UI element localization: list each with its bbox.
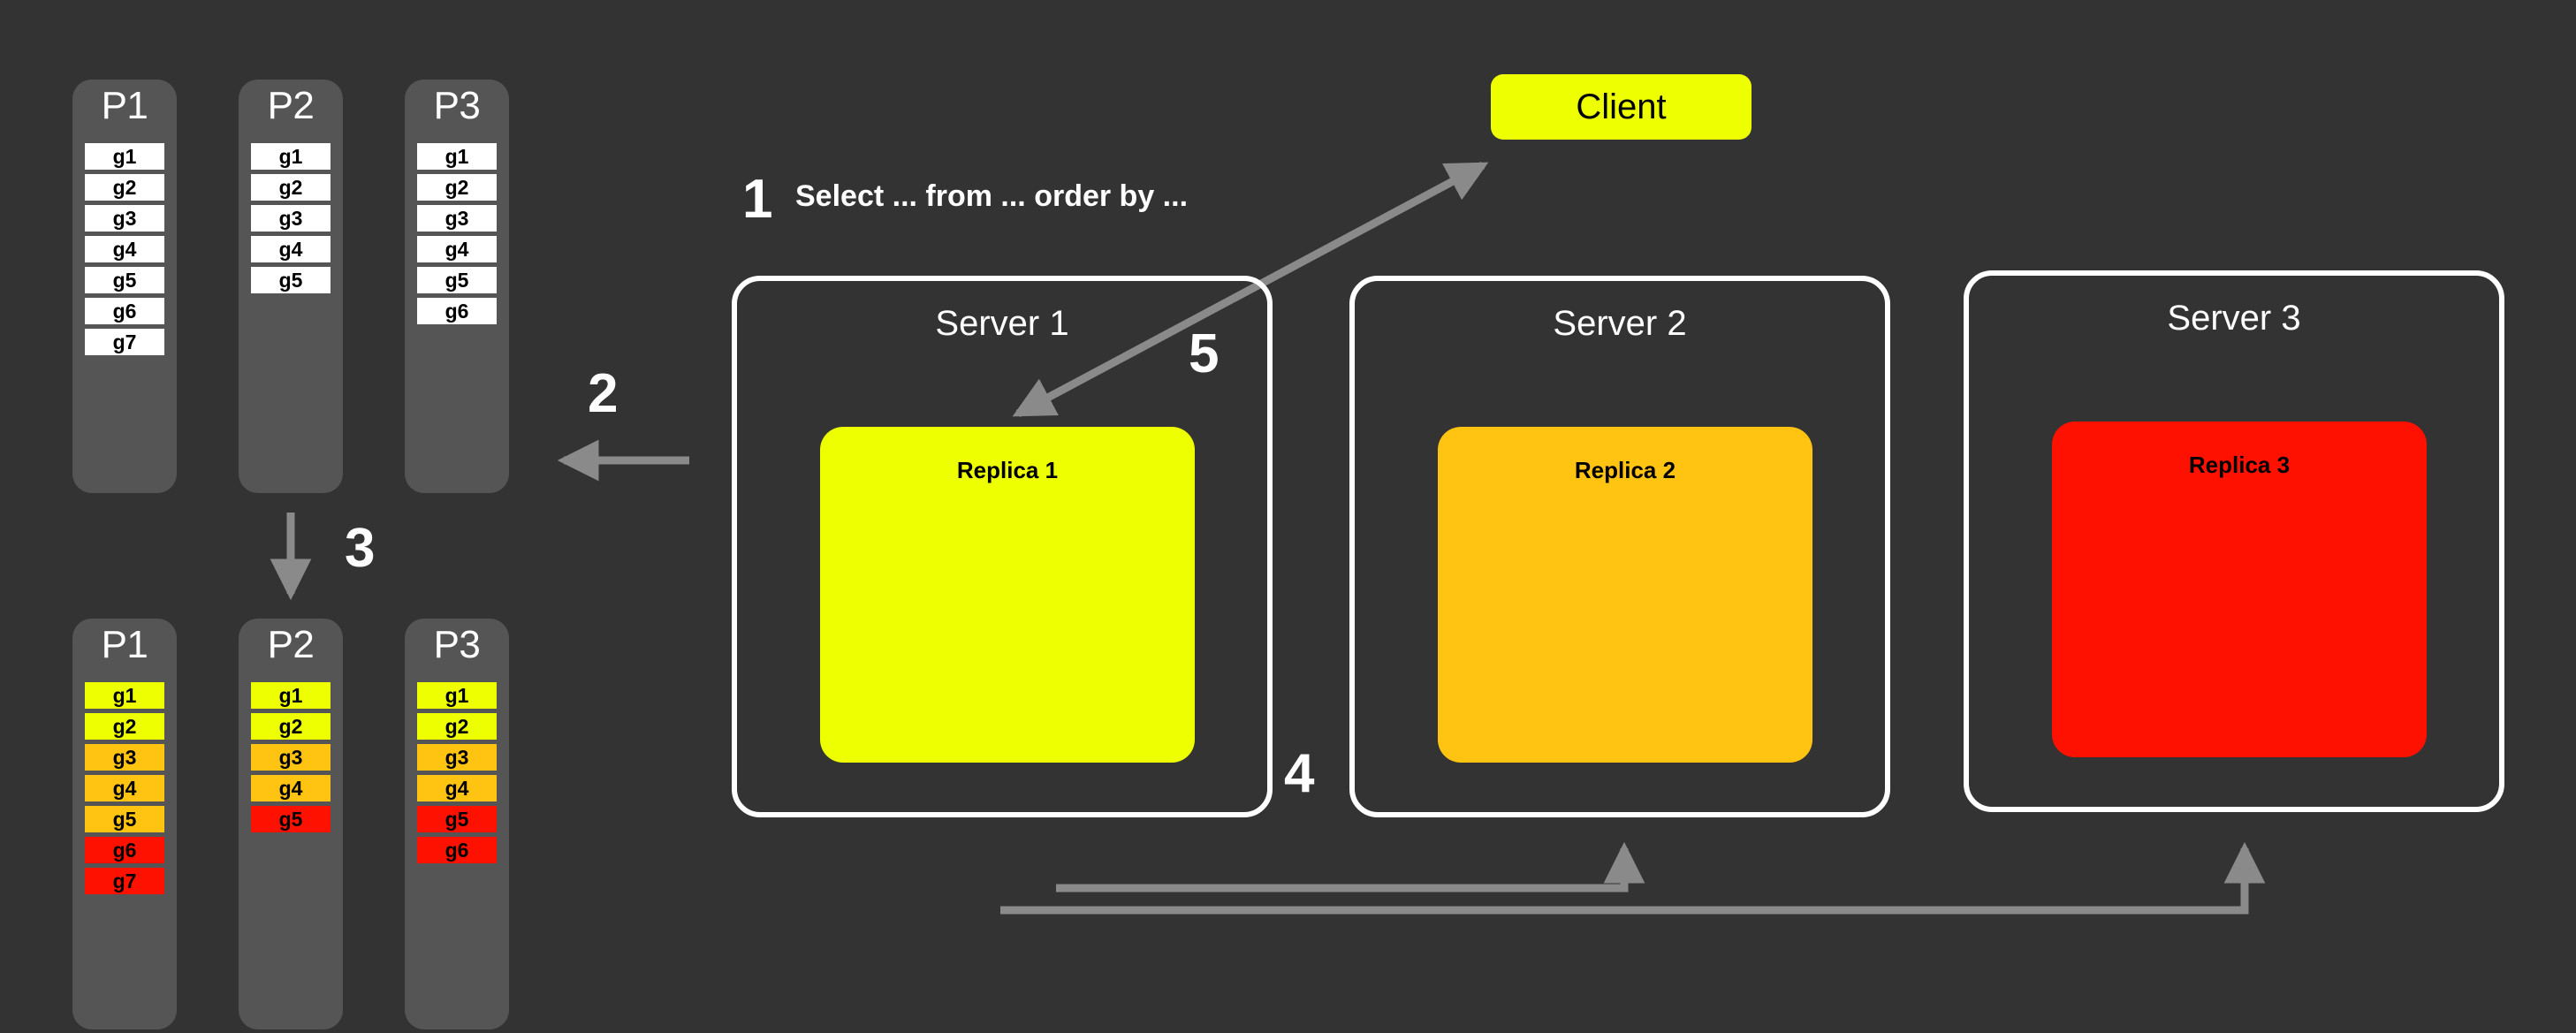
step-number-5: 5 (1189, 323, 1220, 384)
replica-label: Replica 2 (1574, 457, 1676, 483)
partition-cell: g1 (85, 143, 164, 170)
partition-cell: g1 (85, 682, 164, 709)
partition-title: P3 (433, 623, 481, 666)
partition-after-p1: P1 g1 g2 g3 g4 g5 g6 g7 (72, 619, 177, 1029)
partition-cell: g5 (85, 806, 164, 832)
arrow-step-4-server3 (1000, 841, 2266, 915)
partition-cell: g4 (417, 236, 497, 262)
partition-before-p1: P1 g1 g2 g3 g4 g5 g6 g7 (72, 80, 177, 493)
partition-cell: g6 (417, 298, 497, 324)
server-title: Server 2 (1553, 304, 1687, 343)
partition-cell: g1 (251, 143, 331, 170)
partition-cell: g5 (251, 267, 331, 293)
replica-label: Replica 3 (2188, 452, 2291, 478)
partition-cell: g3 (251, 205, 331, 232)
step-number-3: 3 (345, 518, 376, 579)
partition-after-p3: P3 g1 g2 g3 g4 g5 g6 (405, 619, 509, 1029)
step-number-1: 1 (742, 169, 773, 230)
step-number-4: 4 (1284, 743, 1315, 804)
server-title: Server 1 (935, 304, 1069, 343)
partition-cell-list: g1 g2 g3 g4 g5 (251, 143, 331, 298)
partition-cell: g2 (85, 174, 164, 201)
partition-cell: g6 (85, 298, 164, 324)
partition-cell: g2 (417, 713, 497, 740)
partition-cell: g3 (417, 205, 497, 232)
partition-cell: g1 (417, 682, 497, 709)
partition-before-p2: P2 g1 g2 g3 g4 g5 (239, 80, 343, 493)
partition-title: P1 (101, 84, 148, 127)
replica-box-3[interactable]: Replica 3 (2052, 422, 2427, 757)
partition-cell: g3 (251, 744, 331, 771)
partition-cell: g2 (417, 174, 497, 201)
replica-box-2[interactable]: Replica 2 (1438, 427, 1812, 763)
partition-cell: g3 (85, 205, 164, 232)
partition-cell: g5 (417, 806, 497, 832)
partition-title: P2 (267, 623, 315, 666)
partition-cell: g3 (85, 744, 164, 771)
partition-cell-list: g1 g2 g3 g4 g5 g6 g7 (85, 682, 164, 899)
partition-cell: g2 (251, 713, 331, 740)
client-label: Client (1576, 87, 1667, 126)
partition-cell: g2 (85, 713, 164, 740)
server-box-3: Server 3 Replica 3 (1964, 270, 2504, 812)
partition-cell-list: g1 g2 g3 g4 g5 (251, 682, 331, 837)
arrow-step-4-server2 (1056, 841, 1645, 892)
server-box-1: Server 1 Replica 1 (732, 276, 1273, 817)
partition-cell: g3 (417, 744, 497, 771)
partition-cell: g4 (251, 236, 331, 262)
partition-cell: g6 (417, 837, 497, 863)
partition-cell-list: g1 g2 g3 g4 g5 g6 (417, 682, 497, 868)
partition-cell: g4 (251, 775, 331, 801)
partition-after-p2: P2 g1 g2 g3 g4 g5 (239, 619, 343, 1029)
replica-box-1[interactable]: Replica 1 (820, 427, 1195, 763)
query-label: Select ... from ... order by ... (795, 179, 1189, 213)
partition-cell: g4 (417, 775, 497, 801)
partition-cell: g7 (85, 329, 164, 355)
partition-cell: g5 (85, 267, 164, 293)
partition-cell: g1 (251, 682, 331, 709)
partition-cell: g5 (417, 267, 497, 293)
partition-cell: g6 (85, 837, 164, 863)
server-box-2: Server 2 Replica 2 (1349, 276, 1890, 817)
partition-title: P1 (101, 623, 148, 666)
client-box[interactable]: Client (1491, 74, 1752, 140)
partition-cell: g4 (85, 236, 164, 262)
partition-cell: g5 (251, 806, 331, 832)
partition-cell-list: g1 g2 g3 g4 g5 g6 (417, 143, 497, 329)
partition-cell: g2 (251, 174, 331, 201)
step-number-2: 2 (588, 363, 619, 424)
partition-cell: g4 (85, 775, 164, 801)
replica-label: Replica 1 (956, 457, 1059, 483)
partition-title: P2 (267, 84, 315, 127)
partition-cell-list: g1 g2 g3 g4 g5 g6 g7 (85, 143, 164, 360)
partition-title: P3 (433, 84, 481, 127)
partition-cell: g7 (85, 868, 164, 894)
partition-cell: g1 (417, 143, 497, 170)
server-title: Server 3 (2167, 299, 2301, 338)
partition-before-p3: P3 g1 g2 g3 g4 g5 g6 (405, 80, 509, 493)
